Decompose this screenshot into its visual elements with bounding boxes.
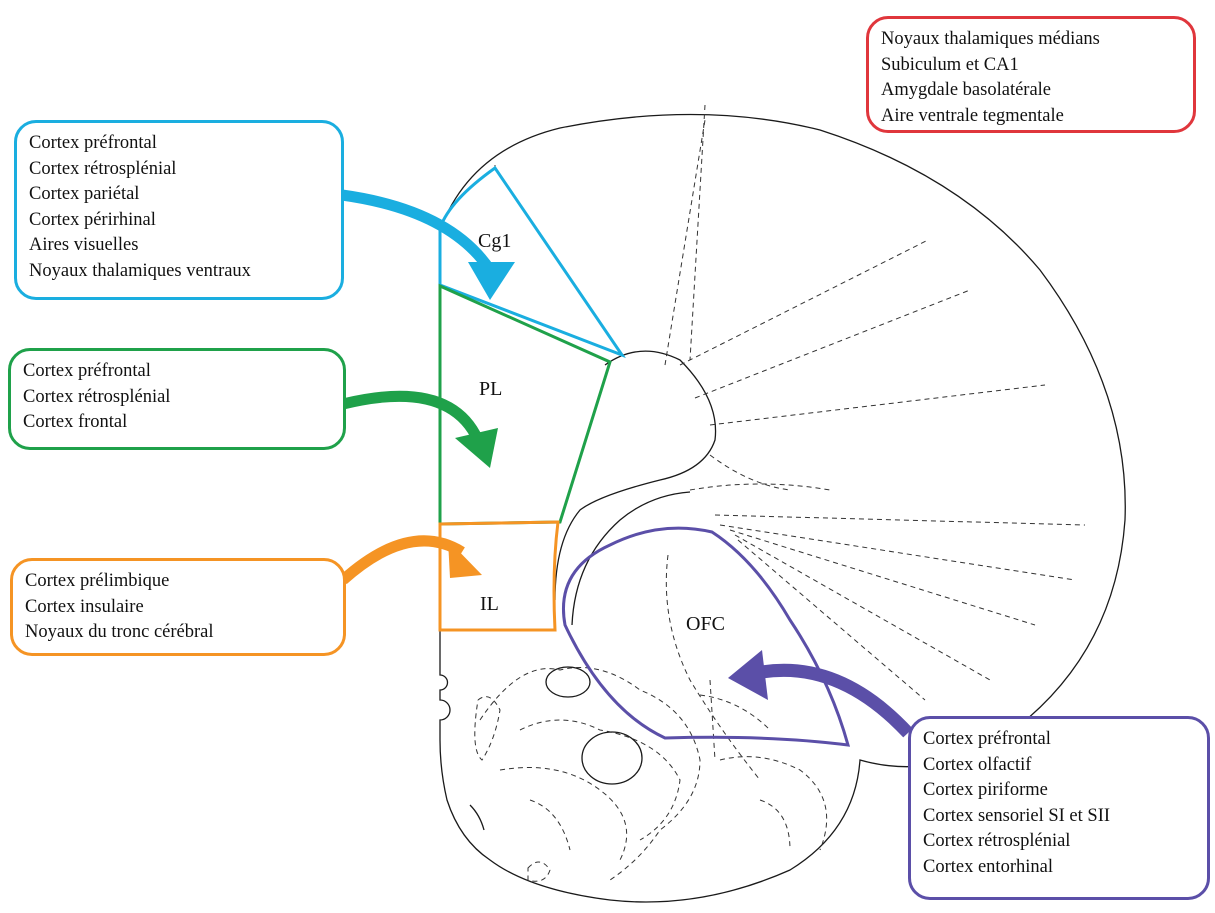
il-region-outline — [438, 520, 560, 632]
dashed-subdivisions — [494, 104, 1086, 781]
inner-curve-outline — [571, 491, 691, 626]
box-line: Noyaux thalamiques médians — [881, 29, 1100, 49]
region-label-pl: PL — [479, 378, 502, 400]
box-line: Cortex prélimbique — [25, 571, 170, 591]
box-line: Cortex préfrontal — [23, 361, 151, 381]
pl-region-outline — [438, 283, 612, 526]
projection-box-orange: Cortex prélimbique Cortex insulaire Noya… — [10, 558, 346, 656]
central-structure-outline — [554, 350, 717, 601]
projection-box-purple: Cortex préfrontal Cortex olfactif Cortex… — [908, 716, 1210, 900]
arrow-blue — [341, 189, 515, 300]
projection-box-blue: Cortex préfrontal Cortex rétrosplénial C… — [14, 120, 344, 300]
arrow-purple — [728, 650, 913, 738]
box-line: Cortex insulaire — [25, 596, 144, 617]
box-line: Cortex périrhinal — [29, 209, 156, 230]
box-line: Cortex préfrontal — [923, 729, 1051, 749]
box-line: Cortex préfrontal — [29, 133, 157, 153]
anterior-commissure-outline — [581, 731, 643, 785]
projection-box-red: Noyaux thalamiques médians Subiculum et … — [866, 16, 1196, 133]
box-line: Subiculum et CA1 — [881, 54, 1019, 75]
region-label-ofc: OFC — [686, 613, 725, 635]
box-line: Cortex piriforme — [923, 780, 1048, 800]
box-line: Cortex rétrosplénial — [923, 831, 1071, 851]
region-label-il: IL — [480, 593, 499, 615]
region-label-cg1: Cg1 — [478, 230, 511, 252]
box-line: Noyaux thalamiques ventraux — [29, 260, 251, 281]
box-line: Cortex sensoriel SI et SII — [923, 805, 1111, 826]
box-line: Amygdale basolatérale — [881, 80, 1052, 100]
box-line: Cortex frontal — [23, 412, 128, 432]
box-line: Noyaux du tronc cérébral — [25, 622, 214, 642]
box-line: Cortex entorhinal — [923, 856, 1053, 877]
box-line: Aires visuelles — [29, 235, 139, 255]
box-line: Cortex rétrosplénial — [29, 158, 177, 179]
arrow-orange — [339, 535, 482, 585]
box-line: Aire ventrale tegmentale — [881, 105, 1064, 126]
projection-box-green: Cortex préfrontal Cortex rétrosplénial C… — [8, 348, 346, 450]
arrow-green — [341, 390, 498, 468]
box-line: Cortex olfactif — [923, 754, 1032, 775]
ofc-region-outline — [562, 526, 851, 747]
box-line: Cortex pariétal — [29, 184, 140, 204]
lower-dashed-structures — [469, 666, 828, 882]
box-line: Cortex rétrosplénial — [23, 386, 171, 407]
